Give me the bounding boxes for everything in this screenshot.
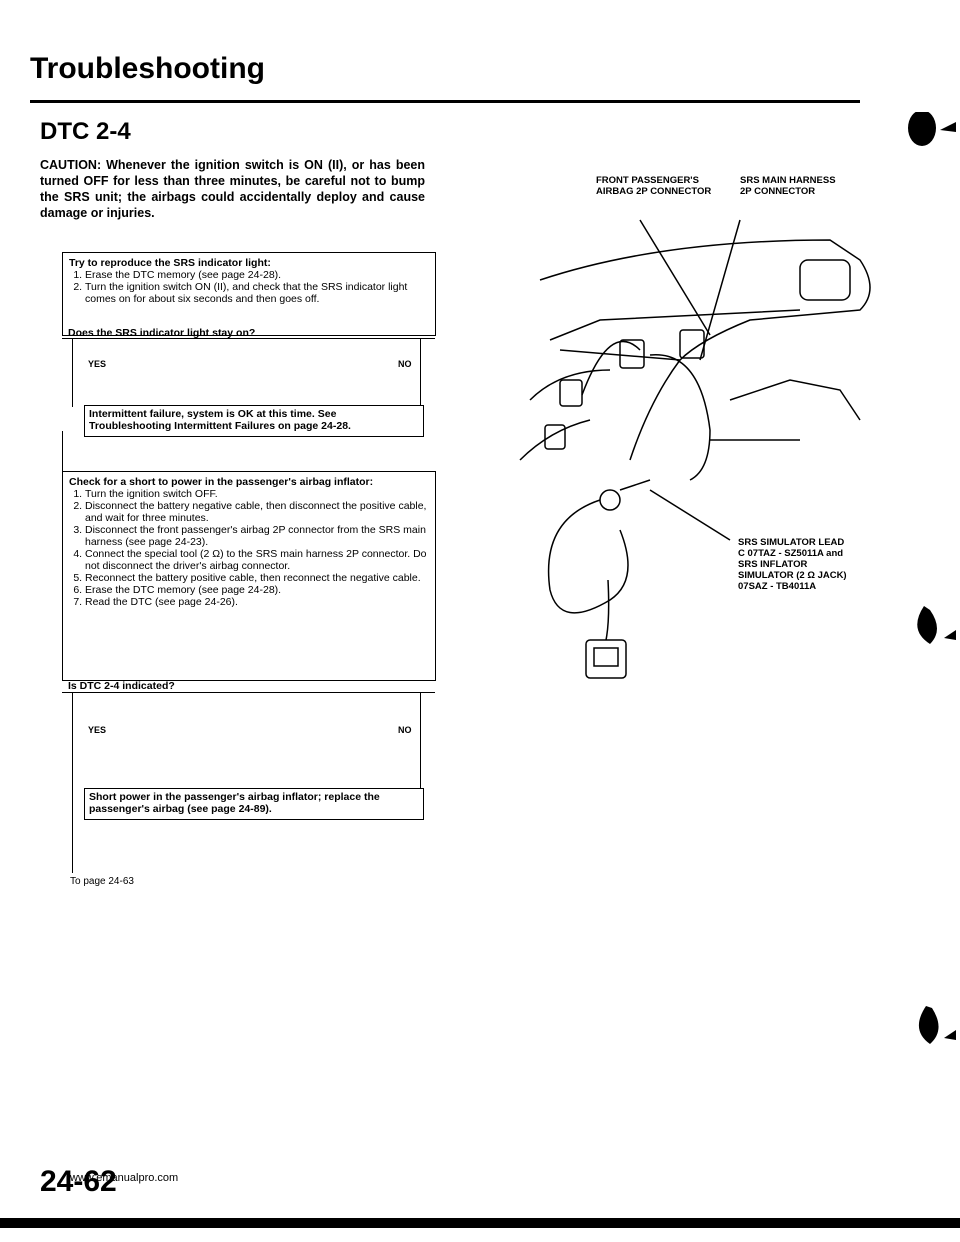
step2-item: Reconnect the battery positive cable, th…	[85, 572, 429, 584]
step2-item: Read the DTC (see page 24-26).	[85, 596, 429, 608]
airbag-connector-label: FRONT PASSENGER'S AIRBAG 2P CONNECTOR	[596, 175, 712, 197]
binding-mark	[908, 112, 956, 146]
divider	[62, 692, 435, 693]
main-harness-label: SRS MAIN HARNESS 2P CONNECTOR	[740, 175, 836, 197]
flow-line	[420, 339, 421, 407]
step2-item: Turn the ignition switch OFF.	[85, 488, 429, 500]
step1-heading: Try to reproduce the SRS indicator light…	[69, 257, 271, 269]
flow-line	[72, 693, 73, 873]
result2-box: Short power in the passenger's airbag in…	[84, 788, 424, 820]
result1-text: Intermittent failure, system is OK at th…	[89, 408, 351, 432]
watermark-url: www.emanualpro.com	[70, 1172, 179, 1184]
binding-mark	[918, 1006, 956, 1044]
binding-mark	[917, 606, 956, 644]
question-1: Does the SRS indicator light stay on?	[68, 327, 256, 339]
divider	[62, 338, 435, 339]
step2-item: Connect the special tool (2 Ω) to the SR…	[85, 548, 429, 572]
result1-box: Intermittent failure, system is OK at th…	[84, 405, 424, 437]
special-tool-label: SRS SIMULATOR LEAD C 07TAZ - SZ5011A and…	[738, 537, 847, 592]
step2-item: Erase the DTC memory (see page 24-28).	[85, 584, 429, 596]
flow-line	[420, 693, 421, 791]
step2-item: Disconnect the battery negative cable, t…	[85, 500, 429, 524]
page-title: Troubleshooting	[30, 52, 265, 85]
result2-text: Short power in the passenger's airbag in…	[89, 791, 380, 815]
flow-line	[62, 431, 63, 471]
step2-item: Disconnect the front passenger's airbag …	[85, 524, 429, 548]
flow-line	[72, 339, 73, 407]
question-2: Is DTC 2-4 indicated?	[68, 680, 175, 692]
step2-heading: Check for a short to power in the passen…	[69, 476, 374, 488]
page-number: 24-62	[40, 1165, 117, 1198]
title-rule	[30, 100, 860, 103]
step1-item: Turn the ignition switch ON (II), and ch…	[85, 281, 429, 305]
step1-box: Try to reproduce the SRS indicator light…	[62, 252, 436, 336]
yes-label: YES	[88, 725, 107, 735]
yes-label: YES	[88, 359, 107, 369]
step2-box: Check for a short to power in the passen…	[62, 471, 436, 681]
step1-item: Erase the DTC memory (see page 24-28).	[85, 269, 429, 281]
connector-illustration	[519, 219, 871, 679]
no-label: NO	[398, 359, 412, 369]
section-title: DTC 2-4	[40, 118, 131, 145]
caution-text: CAUTION: Whenever the ignition switch is…	[40, 158, 425, 220]
no-label: NO	[398, 725, 412, 735]
to-page-label: To page 24-63	[70, 876, 134, 887]
bottom-bar	[0, 1218, 960, 1228]
